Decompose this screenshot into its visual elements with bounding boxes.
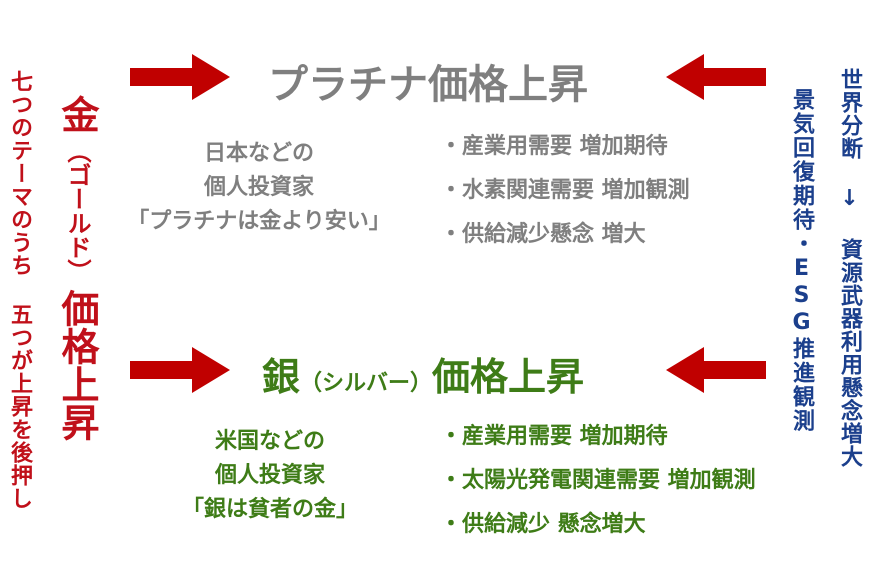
silver-title-main: 銀 xyxy=(262,355,301,399)
list-item: ・産業用需要 増加期待 xyxy=(440,134,668,159)
platinum-title: プラチナ価格上昇 xyxy=(268,62,588,108)
platinum-factor-list: ・産業用需要 増加期待 ・水素関連需要 増加観測 ・供給減少懸念 増大 xyxy=(440,132,690,264)
silver-factor-list: ・産業用需要 増加期待 ・太陽光発電関連需要 増加観測 ・供給減少 懸念増大 xyxy=(440,422,756,554)
quote-line: 「プラチナは金より安い」 xyxy=(127,209,391,234)
quote-line: 米国などの xyxy=(214,429,325,454)
arrow-right-icon xyxy=(130,347,230,393)
quote-line: 「銀は貧者の金」 xyxy=(181,497,358,522)
left-theme-note: 七つのテーマのうち 五つが上昇を後押し xyxy=(7,70,32,510)
list-item: ・太陽光発電関連需要 増加観測 xyxy=(440,468,756,493)
list-item: ・供給減少 懸念増大 xyxy=(440,512,646,537)
gold-paren: （ゴールド） xyxy=(63,139,91,283)
platinum-investor-quote: 日本などの 個人投資家 「プラチナは金より安い」 xyxy=(108,137,410,239)
list-item: ・水素関連需要 増加観測 xyxy=(440,178,690,203)
list-item: ・産業用需要 増加期待 xyxy=(440,424,668,449)
gold-rise: 価格上昇 xyxy=(55,289,99,441)
list-item: ・供給減少懸念 増大 xyxy=(440,222,646,247)
silver-title: 銀（シルバー）価格上昇 xyxy=(262,346,584,401)
silver-title-paren: （シルバー） xyxy=(300,371,433,396)
arrow-right-icon xyxy=(130,54,230,100)
right-note-recovery: 景気回復期待・ESG推進観測 xyxy=(789,88,814,433)
silver-investor-quote: 米国などの 個人投資家 「銀は貧者の金」 xyxy=(140,425,400,527)
right-note-world-division: 世界分断 ↓ 資源武器利用懸念増大 xyxy=(837,68,862,468)
gold-price-rise-label: 金 （ゴールド） 価格上昇 xyxy=(55,95,99,441)
silver-title-rise: 価格上昇 xyxy=(432,355,585,399)
quote-line: 日本などの xyxy=(203,141,314,166)
arrow-left-icon xyxy=(666,54,766,100)
quote-line: 個人投資家 xyxy=(203,175,314,200)
quote-line: 個人投資家 xyxy=(214,463,325,488)
gold-kanji: 金 xyxy=(55,95,99,133)
arrow-left-icon xyxy=(666,347,766,393)
